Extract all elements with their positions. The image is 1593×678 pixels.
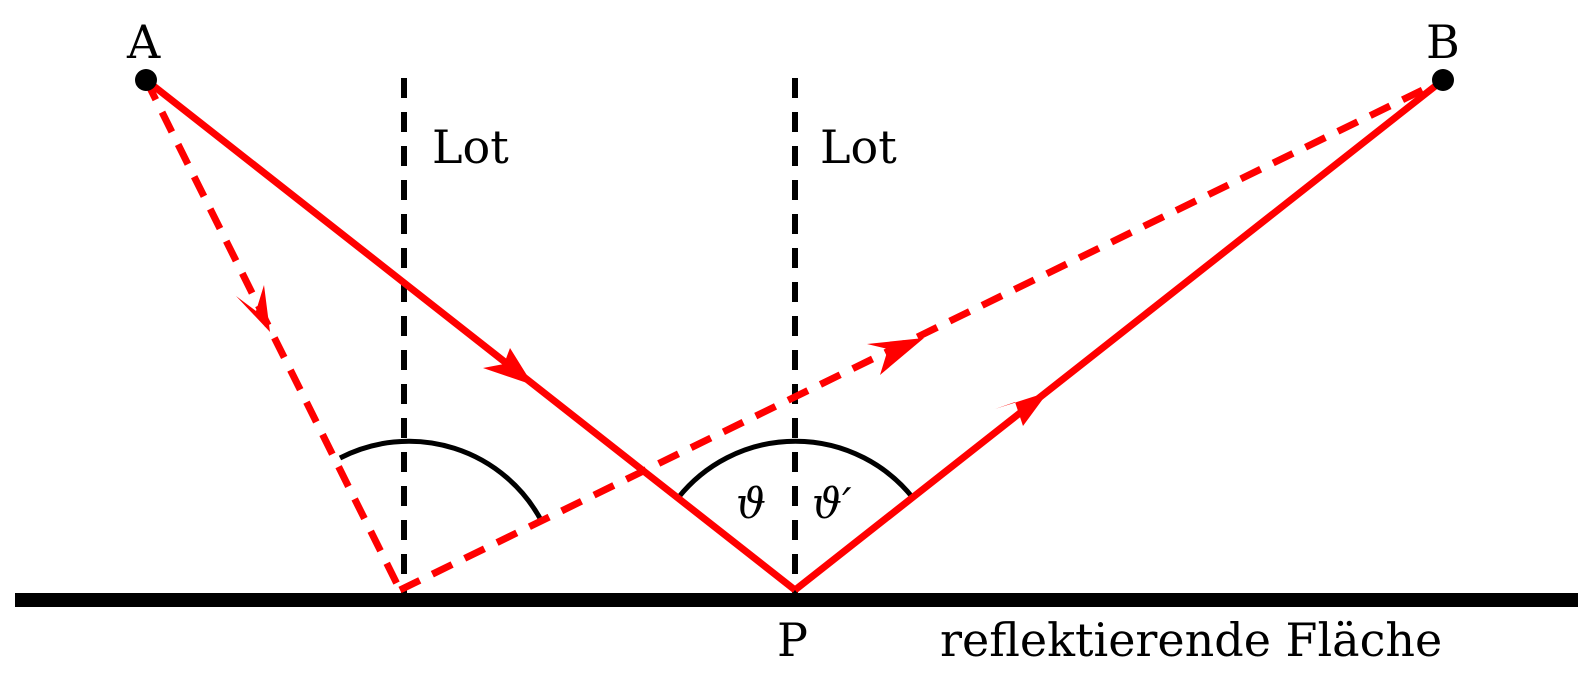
angle-arc-p [676,438,915,500]
arrow-incident-dashed [236,285,270,332]
arrow-reflected-solid [995,392,1048,426]
label-point-b: B [1426,15,1460,69]
label-normal-right: Lot [820,120,897,174]
arrow-incident-solid [483,348,533,385]
label-point-p: P [777,613,808,667]
incident-ray-dashed [142,78,404,592]
label-angle-incidence: ϑ [736,479,766,528]
label-angle-reflection: ϑ′ [812,479,852,528]
label-point-a: A [126,15,161,69]
angle-arc-left [338,438,545,524]
label-surface: reflektierende Fläche [940,613,1442,667]
point-a [135,69,157,91]
reflected-ray-dashed [398,76,1445,594]
incident-ray-solid [143,77,798,593]
reflected-ray-solid [792,77,1446,593]
label-normal-left: Lot [432,120,509,174]
point-b [1432,69,1454,91]
arrow-reflected-dashed [867,338,924,375]
